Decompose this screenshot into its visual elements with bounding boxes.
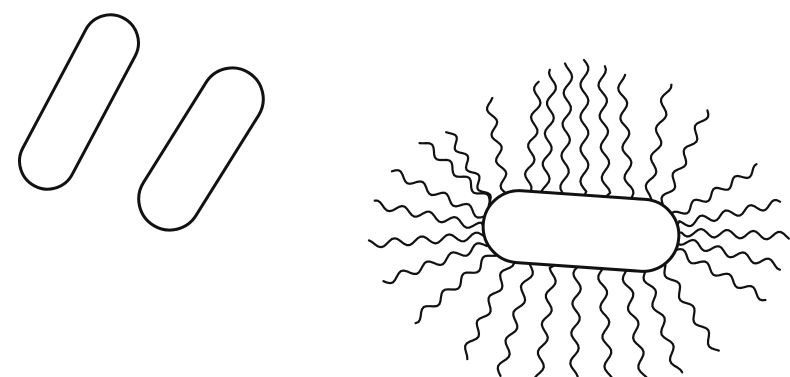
rod-shaped-cell-2 <box>127 56 275 242</box>
flagellum <box>641 259 682 372</box>
flagellum <box>534 266 556 377</box>
flagellum <box>676 240 780 270</box>
flagellum <box>599 66 611 196</box>
flagellum <box>487 98 511 207</box>
flagellum <box>678 200 781 226</box>
flagellum <box>618 75 633 200</box>
flagellum <box>598 266 613 377</box>
flagellum <box>369 233 484 248</box>
flagellum <box>498 262 533 376</box>
flagellum <box>569 267 581 377</box>
flagellum <box>646 85 672 205</box>
right-panel-flagellated-rod <box>369 60 789 377</box>
flagellum <box>561 64 573 196</box>
flagellum <box>392 170 489 219</box>
flagellum <box>524 82 540 201</box>
flagellum <box>580 60 588 195</box>
flagellum <box>384 243 489 283</box>
flagellum <box>672 164 757 217</box>
flagellum <box>660 110 708 209</box>
left-panel-nonflagellated-rods <box>10 5 275 242</box>
flagellum <box>679 229 789 239</box>
flagellum <box>669 247 765 300</box>
flagellum <box>541 70 556 198</box>
rod-shaped-cell-1 <box>10 5 149 199</box>
peritrichous-bacterium-body <box>481 188 682 273</box>
